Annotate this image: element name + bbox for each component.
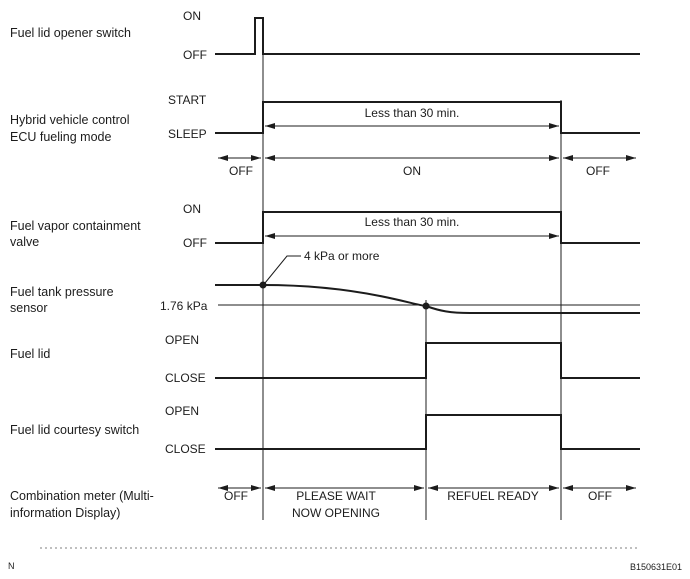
vapor-valve-waveform (215, 211, 640, 244)
courtesy-switch-waveform (215, 414, 640, 450)
hv-state-off1: OFF (229, 164, 253, 178)
opener-switch-label: Fuel lid opener switch (10, 26, 131, 40)
meter-label-line1: Combination meter (Multi- (10, 489, 154, 503)
meter-state-ready: REFUEL READY (447, 489, 539, 503)
hv-state-on: ON (403, 164, 421, 178)
meter-state-wait-line1: PLEASE WAIT (296, 489, 376, 503)
pressure-waveform (215, 284, 640, 314)
pressure-threshold-point (422, 302, 430, 310)
vapor-valve-off-level: OFF (183, 236, 207, 250)
figure-code: B150631E01 (630, 562, 682, 572)
footer-left-mark: N (8, 561, 15, 571)
hv-ecu-start-level: START (168, 93, 207, 107)
fuel-lid-label: Fuel lid (10, 347, 50, 361)
fuel-lid-open-level: OPEN (165, 333, 199, 347)
vapor-valve-label-line2: valve (10, 235, 39, 249)
fuel-lid-close-level: CLOSE (165, 371, 206, 385)
hv-ecu-label-line1: Hybrid vehicle control (10, 113, 130, 127)
hv-ecu-waveform (215, 101, 640, 134)
pressure-sensor-label-line1: Fuel tank pressure (10, 285, 114, 299)
pressure-sensor-label-line2: sensor (10, 301, 48, 315)
hv-state-off2: OFF (586, 164, 610, 178)
vapor-valve-on-level: ON (183, 202, 201, 216)
hv-ecu-duration-text: Less than 30 min. (365, 106, 460, 120)
courtesy-switch-close-level: CLOSE (165, 442, 206, 456)
courtesy-switch-open-level: OPEN (165, 404, 199, 418)
hv-ecu-label-line2: ECU fueling mode (10, 130, 111, 144)
pressure-level-label: 1.76 kPa (160, 299, 208, 313)
pressure-callout-text: 4 kPa or more (304, 249, 380, 263)
hv-ecu-sleep-level: SLEEP (168, 127, 207, 141)
courtesy-switch-label: Fuel lid courtesy switch (10, 423, 139, 437)
vapor-valve-duration-text: Less than 30 min. (365, 215, 460, 229)
fuel-lid-waveform (215, 342, 640, 379)
opener-switch-waveform (215, 17, 640, 55)
meter-state-off2: OFF (588, 489, 612, 503)
opener-switch-on-level: ON (183, 9, 201, 23)
meter-label-line2: information Display) (10, 506, 120, 520)
opener-switch-off-level: OFF (183, 48, 207, 62)
meter-state-off1: OFF (224, 489, 248, 503)
vapor-valve-label-line1: Fuel vapor containment (10, 219, 141, 233)
pressure-callout-leader (264, 255, 301, 284)
meter-state-wait-line2: NOW OPENING (292, 506, 380, 520)
pressure-start-point (259, 281, 267, 289)
